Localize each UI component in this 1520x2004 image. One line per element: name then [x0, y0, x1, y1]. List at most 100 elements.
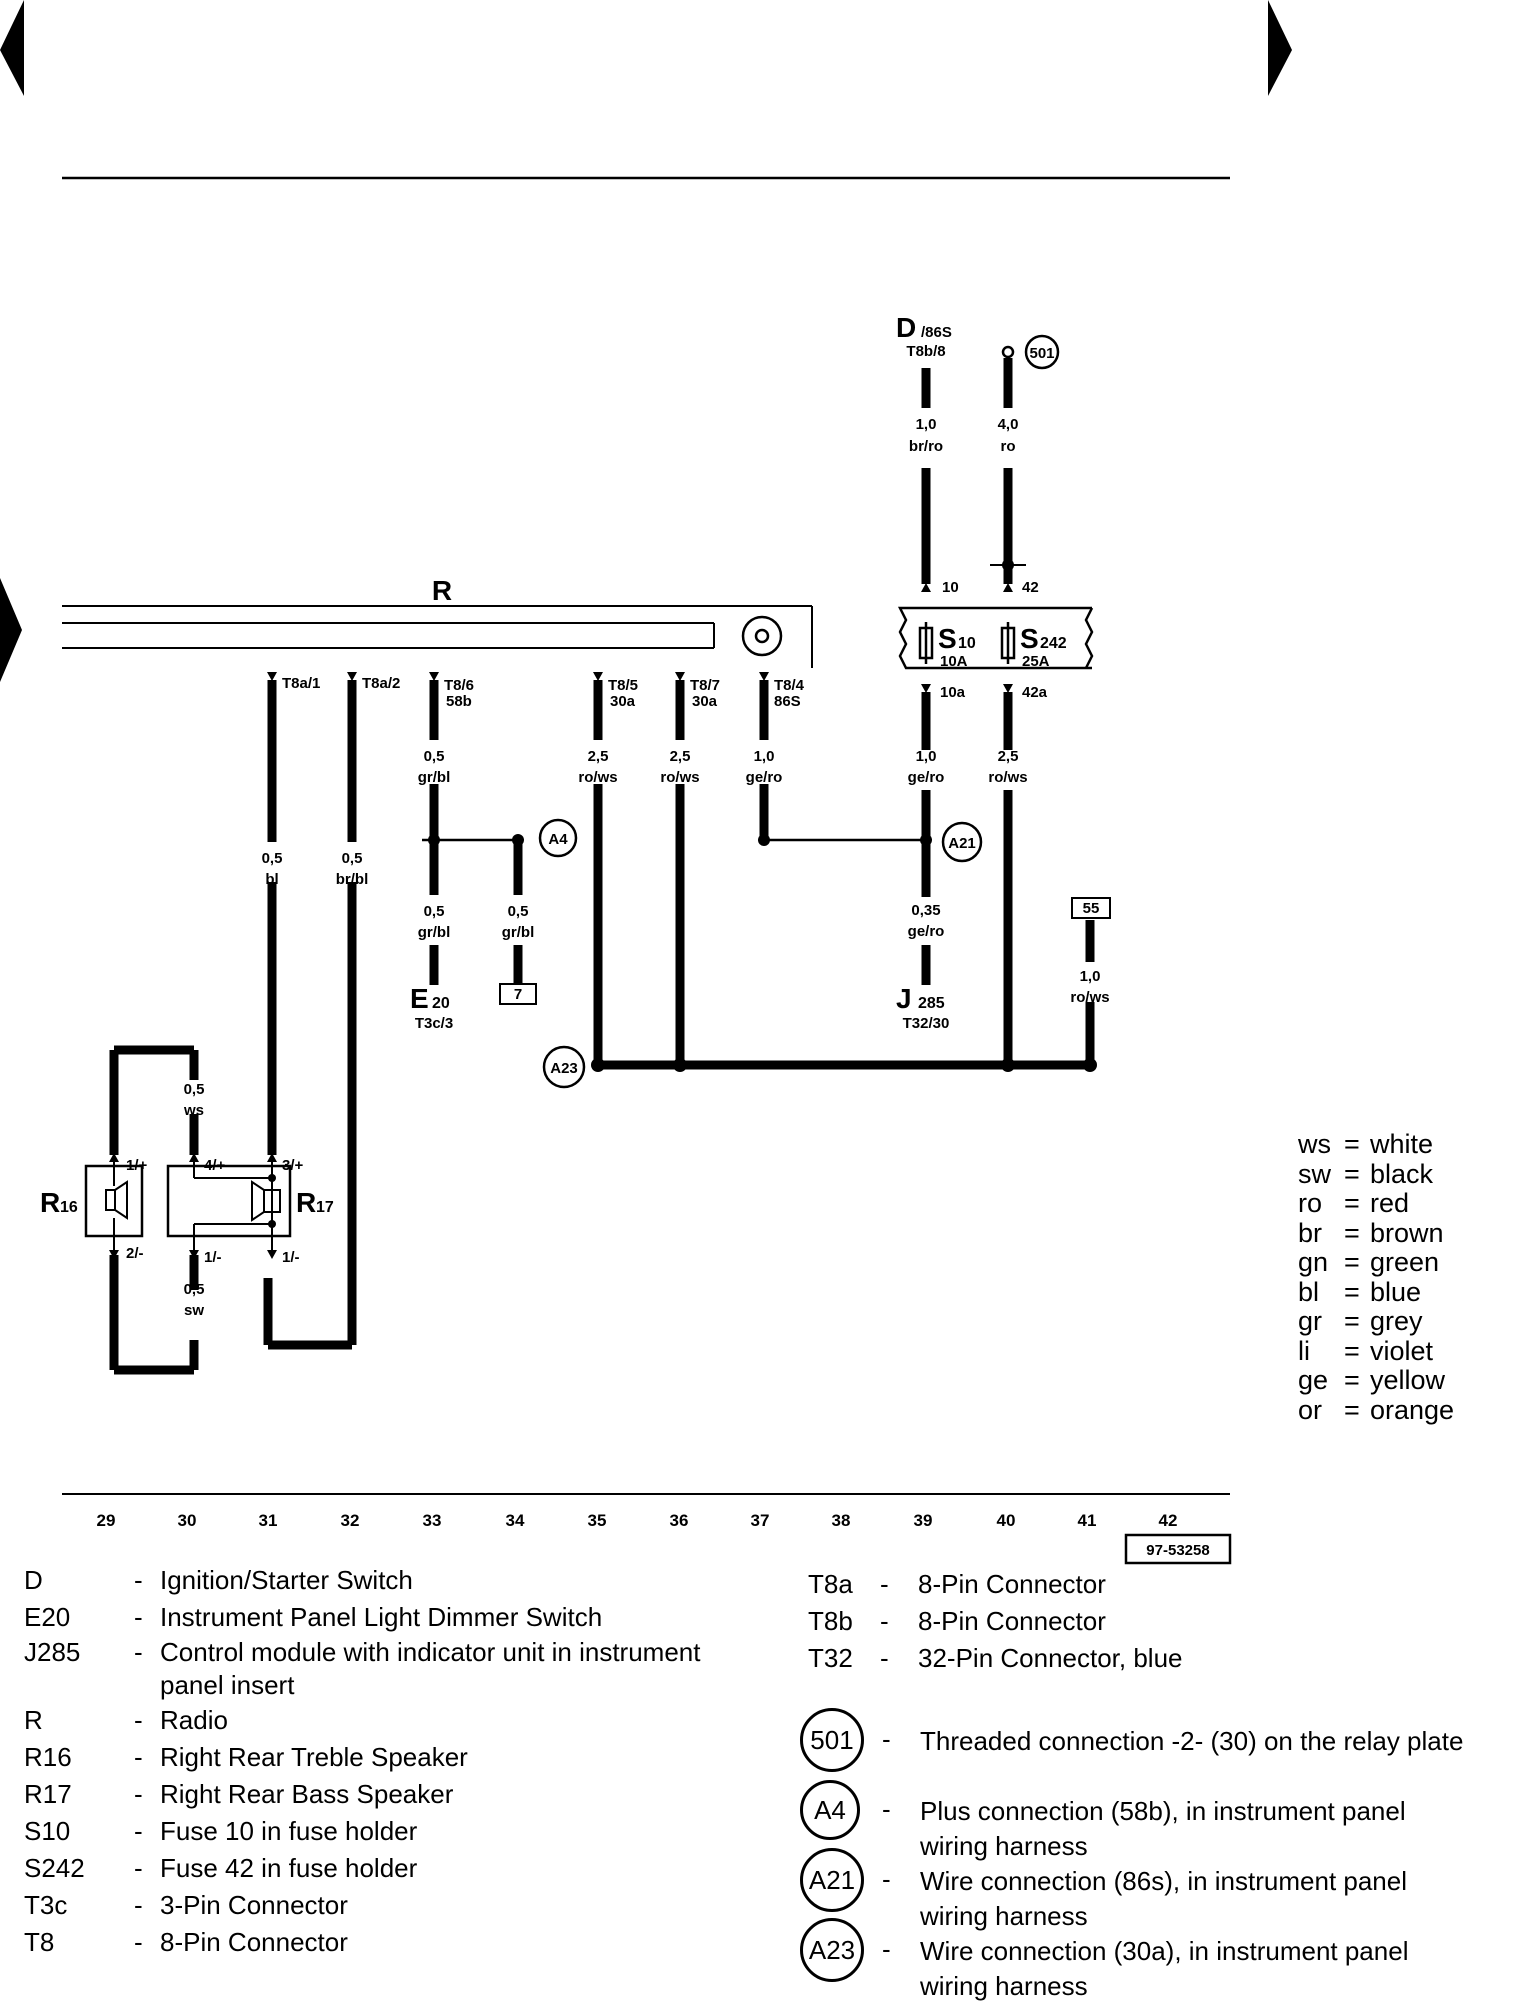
pin-10a: 10a — [940, 684, 966, 701]
svg-text:ro/ws: ro/ws — [988, 769, 1027, 786]
track-number: 31 — [259, 1511, 278, 1530]
connector-legend: T8a-8-Pin Connector T8b-8-Pin Connector … — [808, 1566, 1183, 1677]
legend-item: R-Radio — [24, 1705, 228, 1735]
pin-r16-bot: 2/- — [126, 1245, 144, 1262]
pin-42: 42 — [1022, 579, 1039, 596]
pin-42a: 42a — [1022, 684, 1048, 701]
track-number: 40 — [997, 1511, 1016, 1530]
svg-text:0,5: 0,5 — [262, 850, 283, 867]
connection-a4: A4 — [538, 818, 578, 858]
track-numbers: 29 30 31 32 33 34 35 36 37 38 39 40 41 4… — [97, 1511, 1178, 1530]
fuse-holder: S 10 10A S 242 25A — [897, 606, 1094, 670]
svg-text:T32/30: T32/30 — [903, 1015, 950, 1032]
connection-501-badge: 501 — [800, 1708, 864, 1772]
color-key-item: ro=red — [1298, 1188, 1410, 1218]
s10-rating: 10A — [940, 653, 968, 670]
svg-text:1,0: 1,0 — [916, 748, 937, 765]
svg-text:2,5: 2,5 — [588, 748, 609, 765]
svg-text:1,0: 1,0 — [754, 748, 775, 765]
svg-text:ge/ro: ge/ro — [746, 769, 783, 786]
svg-text:0,5: 0,5 — [424, 748, 445, 765]
s242-label: S — [1020, 623, 1039, 654]
legend-item: D-Ignition/Starter Switch — [24, 1565, 413, 1595]
box-55: 55 — [1071, 897, 1111, 919]
svg-text:2,5: 2,5 — [998, 748, 1019, 765]
connection-a4-badge: A4 — [800, 1780, 860, 1840]
legend-item: T8a-8-Pin Connector — [808, 1569, 1106, 1599]
svg-text:7: 7 — [514, 986, 522, 1003]
pin-t8a1: T8a/1 — [282, 675, 320, 692]
pin-t8a2: T8a/2 — [362, 675, 400, 692]
color-key-item: bl=blue — [1298, 1276, 1422, 1307]
svg-text:ro/ws: ro/ws — [660, 769, 699, 786]
legend-item: R17-Right Rear Bass Speaker — [24, 1779, 454, 1809]
svg-text:4,0: 4,0 — [998, 416, 1019, 433]
svg-text:2,5: 2,5 — [670, 748, 691, 765]
pin-10: 10 — [942, 579, 959, 596]
wires — [109, 358, 1095, 1375]
color-key-item: or=orange — [1298, 1394, 1455, 1425]
color-key-item: br=brown — [1298, 1217, 1444, 1248]
pin-r17-b: 3/+ — [282, 1157, 304, 1174]
svg-text:br/bl: br/bl — [336, 871, 369, 888]
wiring-diagram: R D /86S T8b/8 501 S 10 10A S 242 25A — [0, 0, 1292, 1565]
svg-text:A23: A23 — [550, 1060, 578, 1077]
legend-item: T8b-8-Pin Connector — [808, 1606, 1106, 1636]
svg-text:17: 17 — [316, 1199, 334, 1216]
svg-text:0,5: 0,5 — [184, 1281, 205, 1298]
svg-text:R: R — [296, 1187, 316, 1218]
track-number: 39 — [914, 1511, 933, 1530]
connection-legend-item: 501 - Threaded connection -2- (30) on th… — [800, 1708, 1520, 1774]
track-number: 34 — [506, 1511, 525, 1530]
next-page-arrow-icon[interactable] — [1268, 0, 1292, 96]
connection-legend-item: A4 - Plus connection (58b), in instrumen… — [800, 1778, 1520, 1861]
svg-text:1,0: 1,0 — [916, 416, 937, 433]
svg-text:0,5: 0,5 — [424, 903, 445, 920]
svg-text:E: E — [410, 983, 429, 1014]
legend-item: T3c-3-Pin Connector — [24, 1890, 348, 1920]
component-legend: D-Ignition/Starter Switch E20-Instrument… — [24, 1562, 700, 1961]
svg-text:ge/ro: ge/ro — [908, 769, 945, 786]
ignition-label: D — [896, 312, 916, 343]
connection-a21-badge: A21 — [800, 1848, 864, 1912]
color-key-item: sw=black — [1298, 1158, 1434, 1189]
svg-text:ro/ws: ro/ws — [578, 769, 617, 786]
color-key: ws=white sw=black ro=red br=brown gn=gre… — [1298, 1129, 1455, 1425]
pin-r16-top: 1/+ — [126, 1157, 148, 1174]
track-number: 29 — [97, 1511, 116, 1530]
pin-t84-term: 86S — [774, 693, 801, 710]
svg-text:sw: sw — [184, 1302, 204, 1319]
pin-t87: T8/7 — [690, 677, 720, 694]
svg-text:242: 242 — [1040, 635, 1067, 652]
pin-r17-c: 1/- — [204, 1249, 222, 1266]
svg-text:1,0: 1,0 — [1080, 968, 1101, 985]
svg-text:0,5: 0,5 — [184, 1081, 205, 1098]
svg-text:55: 55 — [1083, 900, 1100, 917]
pin-arrows — [109, 583, 1013, 1259]
track-number: 36 — [670, 1511, 689, 1530]
color-key-item: gr=grey — [1298, 1306, 1423, 1336]
connection-legend-item: A21 - Wire connection (86s), in instrume… — [800, 1848, 1520, 1931]
connection-501: 501 — [1001, 334, 1060, 370]
track-number: 41 — [1078, 1511, 1097, 1530]
connection-a21: A21 — [941, 821, 983, 863]
s10-label: S — [938, 623, 957, 654]
ignition-pin: T8b/8 — [906, 343, 945, 360]
svg-text:ro: ro — [1001, 438, 1016, 455]
svg-text:R: R — [40, 1187, 60, 1218]
legend-item: E20-Instrument Panel Light Dimmer Switch — [24, 1602, 603, 1632]
speaker-r16: R 16 — [40, 1155, 144, 1255]
radio-r: R — [0, 575, 813, 682]
connection-a23: A23 — [542, 1045, 586, 1089]
svg-text:J: J — [896, 983, 912, 1014]
ground-7: 7 — [499, 983, 537, 1005]
prev-page-arrow-icon[interactable] — [0, 0, 24, 96]
junctions — [422, 559, 1097, 1072]
pin-t86: T8/6 — [444, 677, 474, 694]
svg-text:0,5: 0,5 — [342, 850, 363, 867]
track-number: 33 — [423, 1511, 442, 1530]
figure-code: 97-53258 — [1124, 1533, 1232, 1565]
legend-item: T8-8-Pin Connector — [24, 1927, 348, 1957]
legend-item-cont: panel insert — [160, 1670, 295, 1700]
color-key-item: ws=white — [1298, 1129, 1434, 1159]
